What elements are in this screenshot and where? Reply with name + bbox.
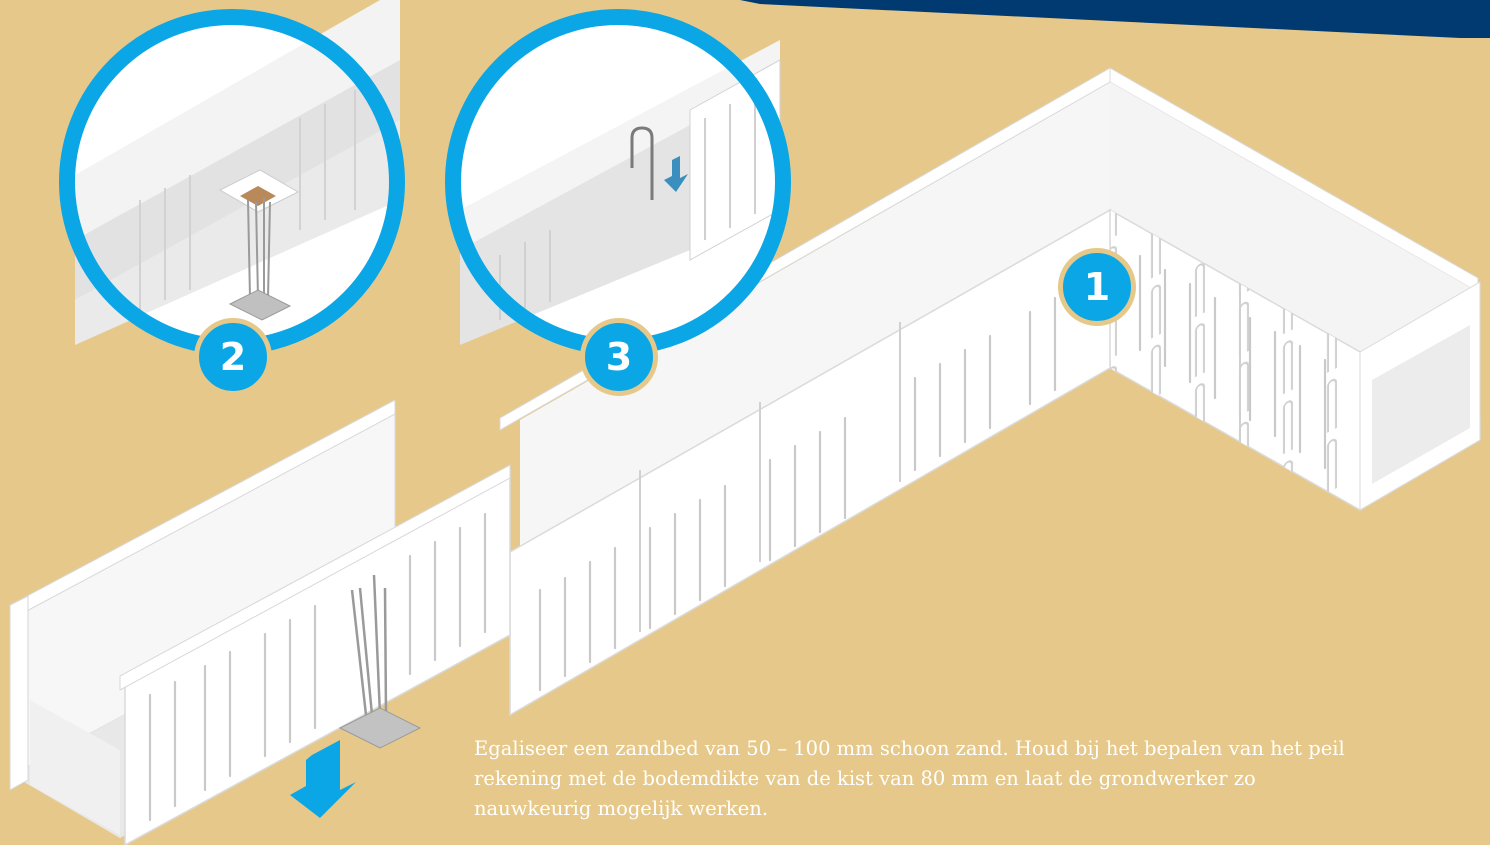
step-badge-1: 1	[1058, 248, 1136, 326]
header-band	[740, 0, 1490, 38]
detail-circle-3	[453, 17, 783, 347]
instruction-caption: Egaliseer een zandbed van 50 – 100 mm sc…	[474, 734, 1364, 824]
channel-segment-left	[10, 400, 510, 845]
detail-circle-2	[67, 0, 400, 347]
step-badge-2: 2	[194, 318, 272, 396]
down-arrow-icon	[290, 740, 356, 818]
step-badge-3: 3	[580, 318, 658, 396]
